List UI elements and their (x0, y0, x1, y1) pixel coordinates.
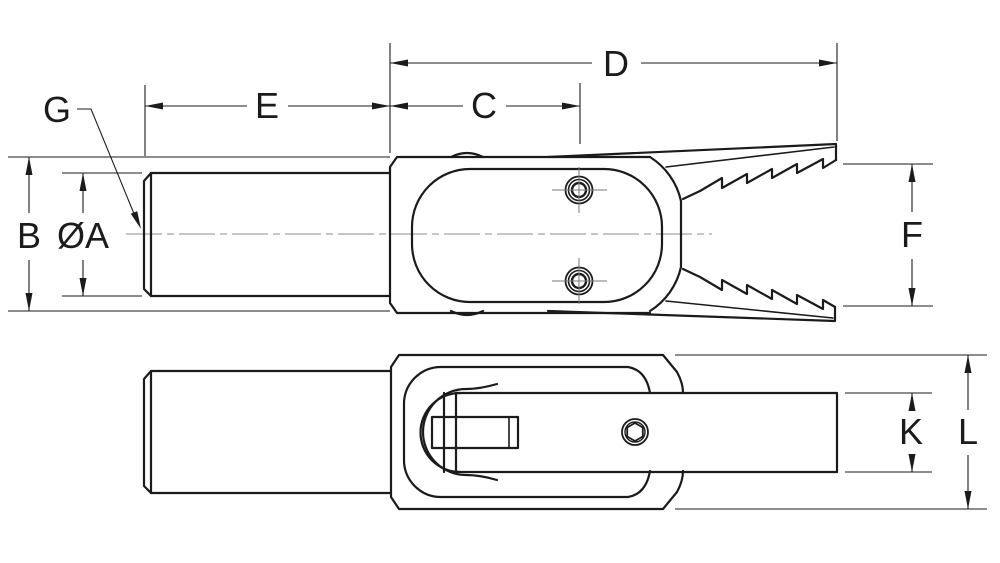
l-extension-lines (675, 354, 987, 510)
c-arrow-left (390, 102, 408, 110)
screw-outer-circle (621, 418, 649, 446)
dimension-d: D (390, 43, 838, 141)
spring-bump-top (449, 151, 485, 159)
b-arrow-down (25, 293, 33, 311)
b-arrow-up (25, 157, 33, 175)
d-arrow-left (390, 59, 408, 67)
g-leader-line (77, 108, 138, 222)
dim-label-e: E (255, 85, 279, 126)
lever-bar (454, 391, 839, 474)
lower-jaw-crease (665, 300, 834, 319)
dim-label-c: C (471, 85, 497, 126)
k-extension-lines (845, 392, 932, 473)
leaf-spring-outer-u (421, 382, 499, 482)
spring-bump-bottom (449, 309, 485, 317)
dimensions: B ØA G E (8, 43, 987, 510)
d-arrow-right (819, 59, 837, 67)
lower-jaw (546, 267, 837, 323)
tongue-plate (430, 415, 520, 450)
dimension-a: ØA (57, 172, 142, 297)
k-arrow-up (908, 393, 916, 411)
e-arrow-left (145, 102, 163, 110)
hinge-inner-u (419, 391, 462, 474)
dim-label-g: G (43, 89, 71, 130)
upper-jaw-serrations (681, 157, 838, 201)
lower-jaw-serrations (681, 267, 837, 311)
upper-jaw (546, 142, 838, 201)
rivet-hole-top (552, 167, 607, 213)
rivet-crosshair (552, 258, 607, 304)
barrel-outline-top-view (142, 369, 393, 495)
dim-label-k: K (899, 411, 923, 452)
clamp-body-outline-top-view (389, 353, 685, 511)
e-arrow-right (372, 102, 390, 110)
f-arrow-down (908, 288, 916, 306)
barrel-outline (142, 171, 392, 298)
hex-socket-screw (621, 418, 649, 446)
screw-mid-circle (624, 421, 646, 443)
dim-label-d: D (603, 43, 629, 84)
b-extension-lines (8, 156, 390, 312)
rivet-crosshair (552, 167, 607, 213)
dimension-l: L (675, 354, 987, 510)
screw-hex-socket (626, 422, 644, 442)
dim-label-a: ØA (57, 215, 109, 256)
a-arrow-down (79, 278, 87, 296)
upper-jaw-crease (665, 146, 835, 168)
g-leader-arrow (130, 211, 141, 229)
side-view (126, 142, 838, 323)
c-arrow-right (562, 102, 580, 110)
a-extension-lines (62, 172, 142, 297)
pivot-boss-arc-top (648, 155, 683, 203)
dimension-c: C (389, 43, 581, 153)
dim-label-b: B (17, 215, 41, 256)
k-arrow-down (908, 454, 916, 472)
dimension-e: E (144, 85, 390, 156)
dimension-b: B (8, 156, 390, 312)
pivot-boss-arc-bottom (648, 265, 683, 313)
f-extension-lines (843, 163, 933, 307)
dimension-f: F (843, 163, 933, 307)
dim-label-f: F (901, 214, 923, 255)
body-inner-wall (402, 365, 652, 499)
dim-label-l: L (958, 411, 978, 452)
l-arrow-down (964, 491, 972, 509)
hinge-slot-edges (442, 391, 458, 474)
upper-jaw-top-edge (546, 142, 838, 162)
body-inner-stadium (410, 167, 664, 304)
f-arrow-up (908, 164, 916, 182)
top-view (142, 353, 839, 511)
clamp-body-outline (388, 155, 652, 315)
lower-jaw-bottom-edge (546, 305, 837, 323)
dimension-g: G (43, 89, 141, 229)
a-arrow-up (79, 173, 87, 191)
dimension-k: K (845, 392, 932, 473)
l-arrow-up (964, 355, 972, 373)
rivet-hole-bottom (552, 258, 607, 304)
